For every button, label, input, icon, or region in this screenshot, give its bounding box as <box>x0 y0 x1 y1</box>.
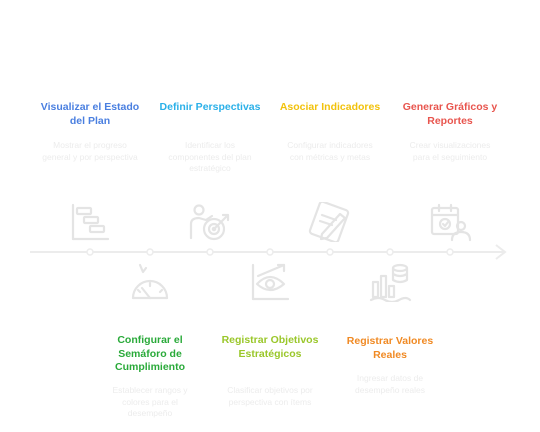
step-desc-registrar-valores: Ingresar datos de desempeño reales <box>355 373 425 395</box>
step-title-generar: Generar Gráficos y Reportes <box>402 101 498 127</box>
calendar-person-icon <box>430 203 472 242</box>
timeline-node <box>266 248 274 256</box>
step-title-registrar-valores: Registrar Valores Reales <box>346 335 434 361</box>
gantt-chart-icon <box>71 203 110 241</box>
timeline-node <box>86 248 94 256</box>
step-desc-configurar: Establecer rangos y colores para el dese… <box>112 385 188 418</box>
timeline-node <box>446 248 454 256</box>
step-desc-visualizar: Mostrar el progreso general y por perspe… <box>42 140 138 162</box>
step-desc-registrar-objetivos: Clasificar objetivos por perspectiva con… <box>227 385 313 407</box>
timeline-node <box>326 248 334 256</box>
target-person-icon <box>189 204 230 241</box>
timeline-node <box>146 248 154 256</box>
step-title-definir: Definir Perspectivas <box>159 101 261 113</box>
timeline-node <box>206 248 214 256</box>
step-desc-asociar: Configurar indicadores con métricas y me… <box>287 140 373 162</box>
step-desc-generar: Crear visualizaciones para el seguimient… <box>409 140 491 162</box>
speedometer-icon <box>131 263 169 300</box>
timeline-node <box>386 248 394 256</box>
step-title-asociar: Asociar Indicadores <box>279 101 381 113</box>
database-chart-icon <box>369 263 412 302</box>
step-title-registrar-objetivos: Registrar Objetivos Estratégicos <box>221 334 319 360</box>
edit-document-icon <box>308 202 350 242</box>
step-title-configurar: Configurar el Semáforo de Cumplimiento <box>115 334 185 373</box>
step-desc-definir: Identificar los componentes del plan est… <box>168 140 252 173</box>
step-title-visualizar: Visualizar el Estado del Plan <box>40 101 140 127</box>
growth-chart-icon <box>251 263 290 301</box>
